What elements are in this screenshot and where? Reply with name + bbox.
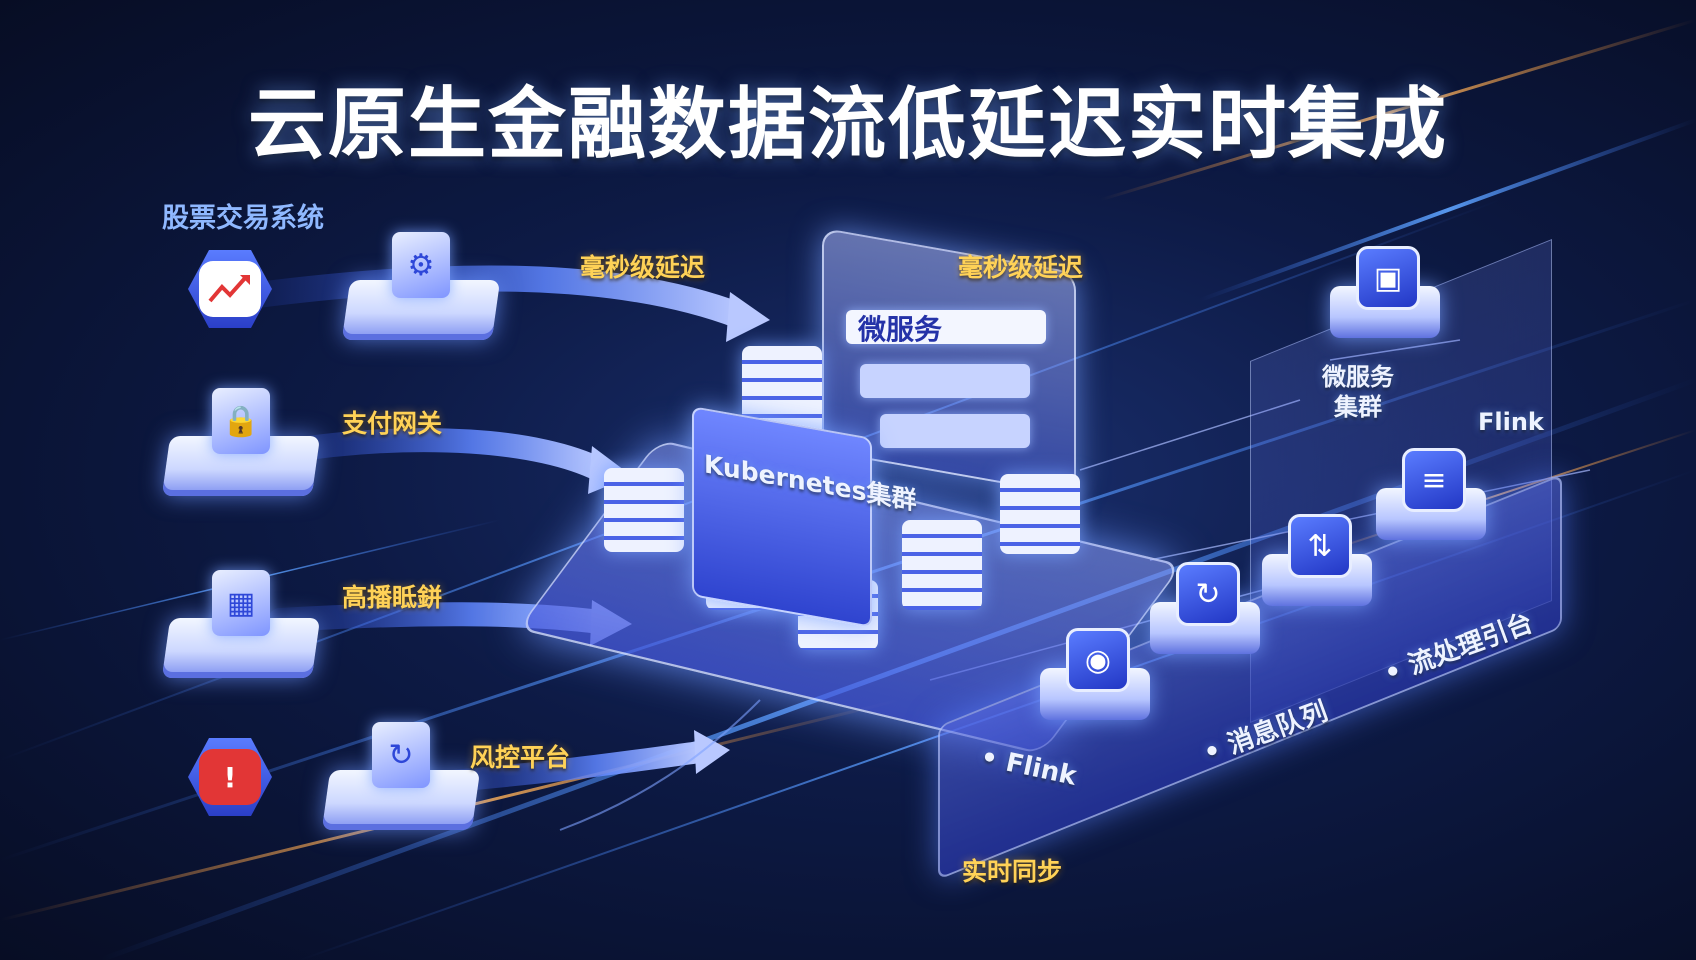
microservice-panel-label: 微服务 [858,308,942,348]
label-payment-gateway: 支付网关 [342,404,442,440]
refresh-icon: ↻ [372,722,430,788]
section-label-stock-system: 股票交易系统 [162,196,324,235]
grid-icon: ▦ [212,570,270,636]
server-stack-4[interactable] [1000,474,1080,554]
refresh-icon: ↻ [1176,562,1240,626]
stream-node-1[interactable]: ⇅ [1262,514,1372,606]
cluster-label-line1: 微服务 [1322,362,1394,392]
box-icon: ▣ [1356,246,1420,310]
stream-node-3[interactable]: ◉ [1040,628,1150,720]
camera-icon: ◉ [1066,628,1130,692]
payment-source-tile[interactable]: 🔒 [166,406,316,496]
panel-bar-2 [860,364,1030,398]
microservice-bar: 微服务 [846,310,1046,344]
panel-bar-3 [880,414,1030,448]
risk-source-tile[interactable]: ↻ [326,740,476,830]
server-stack-2[interactable] [604,468,684,552]
alert-glyph: ! [224,761,237,794]
lock-icon: 🔒 [212,388,270,454]
kubernetes-panel[interactable]: Kubernetes集群 [692,406,872,628]
document-icon: ⚙ [392,232,450,298]
cluster-label: 微服务 集群 [1322,362,1394,422]
cluster-top-node[interactable]: ▣ [1330,246,1440,338]
label-ms-latency-center: 毫秒级延迟 [958,248,1083,284]
label-risk-platform: 风控平台 [470,738,570,774]
page-title: 云原生金融数据流低延迟实时集成 [0,62,1696,174]
flink-top-label: Flink [1478,408,1544,436]
broadcast-source-tile[interactable]: ▦ [166,588,316,678]
flink-node[interactable]: ≡ [1376,448,1486,540]
sync-icon: ⇅ [1288,514,1352,578]
alert-icon: ! [199,749,261,805]
stock-source-tile[interactable]: ⚙ [346,250,496,340]
label-ms-latency-left: 毫秒级延迟 [580,248,705,284]
chart-up-icon [199,261,261,317]
stream-node-2[interactable]: ↻ [1150,562,1260,654]
label-realtime-sync: 实时同步 [962,852,1062,888]
cluster-label-line2: 集群 [1322,392,1394,422]
layers-icon: ≡ [1402,448,1466,512]
server-stack-3[interactable] [902,520,982,610]
label-broadcast: 高播眡鉼 [342,578,442,614]
